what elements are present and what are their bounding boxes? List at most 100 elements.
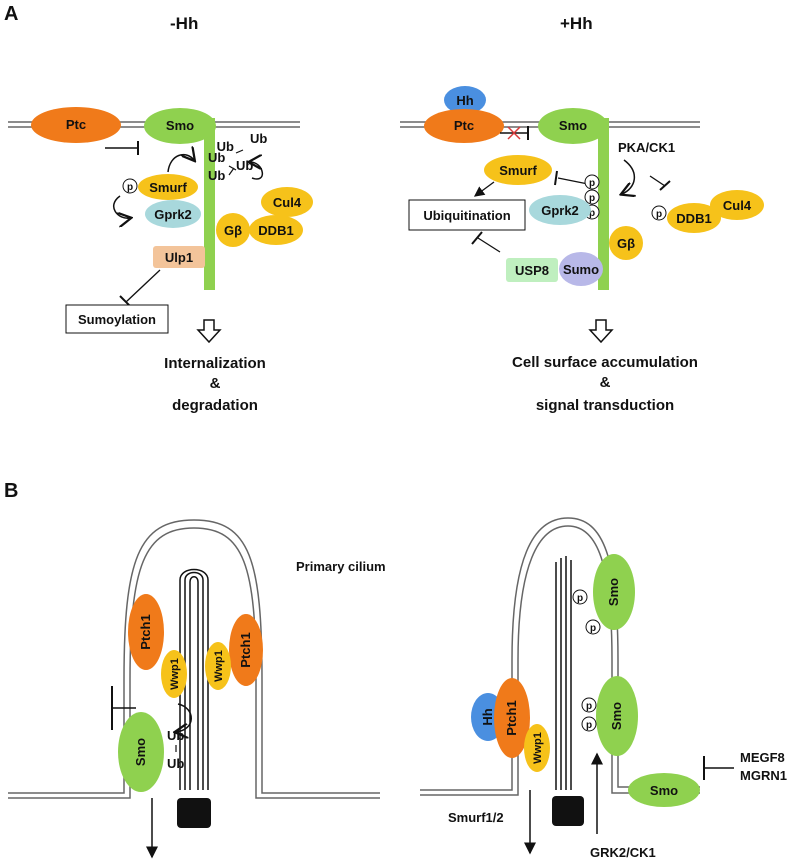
phospho-label: p — [127, 182, 133, 193]
phospho-label-1: p — [589, 178, 595, 189]
ptc-label-right: Ptc — [454, 118, 474, 133]
phospho-circle-1 — [584, 174, 600, 190]
cilium-membrane-outer — [8, 519, 380, 794]
gbeta-protein-right — [609, 226, 643, 260]
phospho-circle-ddb1 — [651, 205, 667, 221]
smurf-inhibition-bar — [554, 170, 558, 186]
ptch1-right-label: Ptch1 — [238, 632, 253, 667]
wwp1-b-right — [524, 724, 550, 772]
phospho-circle-2 — [584, 189, 600, 205]
ptc-protein — [31, 107, 121, 143]
outcome-right-line2: & — [600, 374, 611, 391]
usp8-protein — [506, 258, 558, 282]
smurf-protein — [138, 174, 198, 200]
ulp1-inhibition-line — [125, 269, 161, 303]
phospho-label-2: p — [589, 193, 595, 204]
gprk2-protein — [145, 200, 201, 228]
cilium-membrane-outer-right — [420, 517, 700, 791]
wwp1-left — [161, 650, 187, 698]
usp8-inhibition-bar — [471, 231, 483, 245]
basal-body — [177, 798, 211, 828]
gprk2-protein-right — [529, 195, 591, 225]
panel-a-label: A — [4, 3, 18, 25]
sumoylation-box — [65, 304, 169, 334]
smurf-ubiquitination-arrow — [473, 181, 495, 197]
smurf-protein-right — [484, 155, 552, 185]
hh-b-label: Hh — [480, 708, 495, 725]
smo-b-left-label: Smo — [133, 738, 148, 766]
red-x-2 — [507, 126, 521, 140]
axoneme-outer — [179, 568, 209, 790]
gprk2-label-right: Gprk2 — [541, 203, 579, 218]
sumo-protein — [559, 252, 603, 286]
phospho-b-2 — [585, 619, 601, 635]
ubiquitination-label: Ubiquitination — [423, 208, 510, 223]
smurf12-label: Smurf1/2 — [448, 810, 504, 825]
curved-arrow-smurf-smo — [167, 155, 194, 173]
wwp1-b-right-label: Wwp1 — [532, 732, 544, 764]
ptch1-right — [229, 614, 263, 686]
smo-tail-right — [598, 118, 609, 290]
outcome-left-line1: Internalization — [164, 355, 266, 372]
smurf-label: Smurf — [149, 180, 187, 195]
sumoylation-label: Sumoylation — [78, 312, 156, 327]
ubiquitination-box — [408, 199, 526, 231]
cul4-label-right: Cul4 — [723, 198, 752, 213]
phospho-b-3-label: p — [586, 701, 592, 712]
smo-label: Smo — [166, 118, 194, 133]
panel-b-left: Primary cilium Ptch1 Wwp1 Ptch1 Wwp1 Smo… — [8, 519, 386, 859]
wwp1-right — [205, 642, 231, 690]
ptch1-left — [128, 594, 164, 670]
curved-arrow-gprk2 — [113, 195, 130, 218]
mgrn1-label: MGRN1 — [740, 768, 787, 783]
axoneme-inner — [189, 576, 199, 790]
ddb1-protein-right — [667, 203, 721, 233]
outcome-arrow-right — [588, 319, 614, 344]
smurf-inhibition-line — [557, 177, 589, 185]
panel-a-left: -Hh Ptc Smo Ub Ub Ub Ub Ub p Smurf — [8, 14, 313, 414]
phospho-circle — [122, 178, 138, 194]
cul4-protein-right — [710, 190, 764, 220]
panel-b-right: Smo p p Smo p p Smo MEGF8 MGRN1 Hh Ptch1… — [420, 517, 787, 860]
ulp1-protein — [153, 246, 205, 268]
smo-protein — [144, 108, 216, 144]
hh-protein — [444, 86, 486, 114]
outcome-left-line2: & — [210, 375, 221, 392]
smo-b-right-bottom — [628, 773, 700, 807]
minus-hh-title: -Hh — [170, 14, 198, 33]
phospho-b-4 — [581, 716, 597, 732]
phospho-b-3 — [581, 697, 597, 713]
cul4-label: Cul4 — [273, 195, 302, 210]
ddb1-label: DDB1 — [258, 223, 293, 238]
smo-b-left — [118, 712, 164, 792]
sumo-label: Sumo — [563, 262, 599, 277]
smo-b-right-mid-label: Smo — [609, 702, 624, 730]
kinase-label: PKA/CK1 — [618, 140, 675, 155]
usp8-inhibition-line — [477, 237, 501, 253]
smo-b-right-mid — [596, 676, 638, 756]
ub-b-1: Ub — [167, 728, 184, 743]
ptc-protein-right — [424, 109, 504, 143]
ub-4: Ub — [208, 168, 225, 183]
ptc-label: Ptc — [66, 117, 86, 132]
gprk2-label: Gprk2 — [154, 207, 192, 222]
cul4-protein — [261, 187, 313, 217]
plus-hh-title: +Hh — [560, 14, 593, 33]
hh-label: Hh — [456, 93, 473, 108]
ub-b-2: Ub — [167, 756, 184, 771]
ub-5: Ub — [236, 158, 253, 173]
panel-b-label: B — [4, 480, 18, 502]
gbeta-label-right: Gβ — [617, 236, 635, 251]
curved-arrow-ub — [250, 162, 263, 180]
ptch1-left-label: Ptch1 — [138, 614, 153, 649]
wwp1-left-label: Wwp1 — [169, 658, 181, 690]
outcome-arrow-left — [196, 319, 222, 344]
phospho-b-4-label: p — [586, 720, 592, 731]
ulp1-label: Ulp1 — [165, 250, 193, 265]
ptch1-b-right — [494, 678, 530, 758]
phospho-label-ddb1: p — [656, 209, 662, 220]
phospho-b-1 — [572, 589, 588, 605]
ub-1: Ub — [250, 131, 267, 146]
smurf-label-right: Smurf — [499, 163, 537, 178]
